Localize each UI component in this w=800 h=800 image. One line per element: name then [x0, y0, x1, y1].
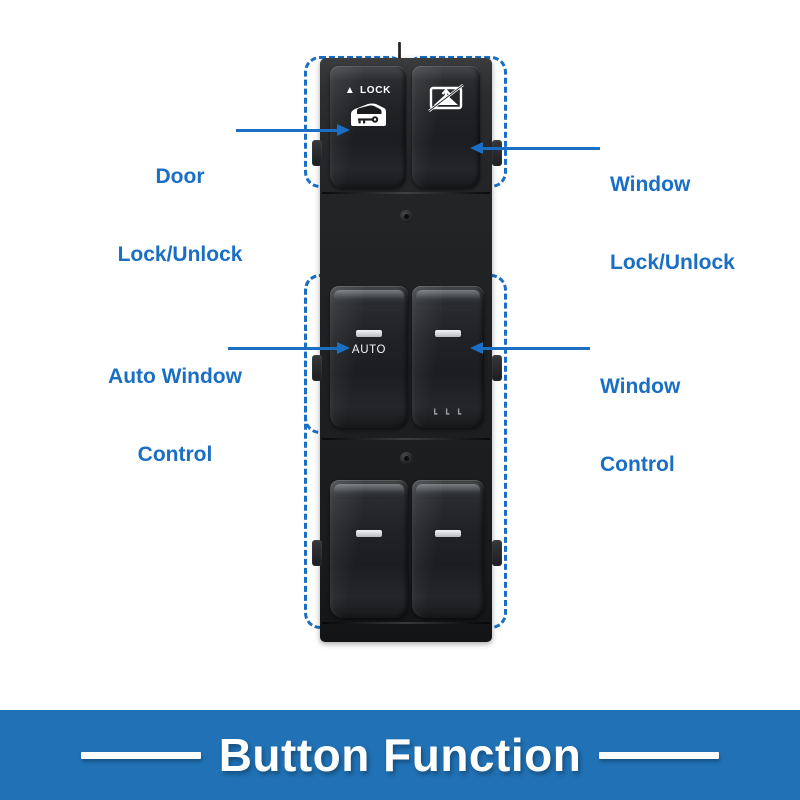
arrow-shaft: [481, 347, 590, 350]
callout-arrow-window-lock: [470, 142, 600, 154]
callout-label-window-lock: Window Lock/Unlock: [610, 120, 800, 328]
door-lock-label-row: ▲ LOCK: [330, 80, 406, 98]
panel-seam-lower: [322, 438, 490, 440]
window-lock-slash-icon: [428, 83, 464, 113]
door-lock-label: LOCK: [359, 85, 392, 96]
window-dash-icon: [356, 530, 382, 537]
panel-clip-right-top: [492, 140, 502, 166]
rear-right-window-switch[interactable]: [412, 480, 484, 618]
bottom-banner: Button Function: [0, 710, 800, 800]
callout-line-1: Window: [600, 375, 681, 398]
callout-label-door-lock: Door Lock/Unlock: [96, 112, 264, 320]
panel-seam-upper: [322, 192, 490, 194]
banner-dash-right: [599, 751, 720, 759]
panel-rivet-lower: [400, 452, 413, 465]
callout-arrow-door-lock: [236, 124, 350, 136]
switch-top-lip: [415, 290, 481, 305]
switch-sheen: [330, 480, 363, 618]
panel-top-stub: [398, 42, 401, 60]
arrow-shaft: [228, 347, 339, 350]
switch-sheen: [412, 480, 443, 618]
auto-label: AUTO: [351, 344, 387, 356]
callout-line-2: Lock/Unlock: [117, 243, 243, 266]
callout-line-1: Window: [610, 173, 691, 196]
rear-left-window-switch[interactable]: [330, 480, 408, 618]
switch-top-lip: [333, 484, 405, 499]
panel-rivet-upper: [400, 210, 413, 223]
arrow-head: [470, 142, 483, 154]
panel-clip-right-mid: [492, 355, 502, 381]
switch-sheen: [330, 286, 363, 428]
callout-line-2: Control: [600, 453, 675, 476]
callout-arrow-window-control: [470, 342, 590, 354]
window-dash-icon: [435, 530, 461, 537]
banner-title: Button Function: [218, 729, 582, 781]
door-lock-glyph-group: ▲ LOCK: [330, 80, 406, 134]
banner-dash-left: [80, 751, 201, 759]
switch-sheen: [412, 286, 443, 428]
driver-window-switch[interactable]: AUTO: [330, 286, 408, 428]
arrow-head: [470, 342, 483, 354]
callout-label-auto-window: Auto Window Control: [80, 312, 270, 520]
switch-top-lip: [333, 290, 405, 305]
panel-clip-left-mid: [312, 355, 322, 381]
panel-clip-right-bot: [492, 540, 502, 566]
arrow-head: [337, 124, 350, 136]
callout-line-1: Auto Window: [108, 365, 242, 388]
arrow-shaft: [236, 129, 339, 132]
window-dash-icon: [356, 330, 382, 337]
callout-line-1: Door: [155, 165, 205, 188]
vent-marks: ┗ ┗ ┗: [432, 409, 464, 419]
window-dash-icon: [435, 330, 461, 337]
panel-clip-left-bot: [312, 540, 322, 566]
panel-seam-bottom: [322, 622, 490, 624]
arrow-shaft: [481, 147, 600, 150]
switch-top-lip: [415, 484, 481, 499]
panel-clip-left-top: [312, 140, 322, 166]
callout-line-2: Lock/Unlock: [610, 251, 735, 274]
car-door-key-icon: [351, 103, 386, 126]
window-lock-switch[interactable]: [412, 66, 480, 188]
switch-sheen: [412, 66, 441, 188]
callout-label-window-control: Window Control: [600, 322, 790, 530]
callout-line-2: Control: [137, 443, 213, 466]
callout-arrow-auto-window: [228, 342, 350, 354]
up-triangle-icon: ▲: [344, 85, 356, 96]
arrow-head: [337, 342, 350, 354]
passenger-window-switch[interactable]: ┗ ┗ ┗: [412, 286, 484, 428]
